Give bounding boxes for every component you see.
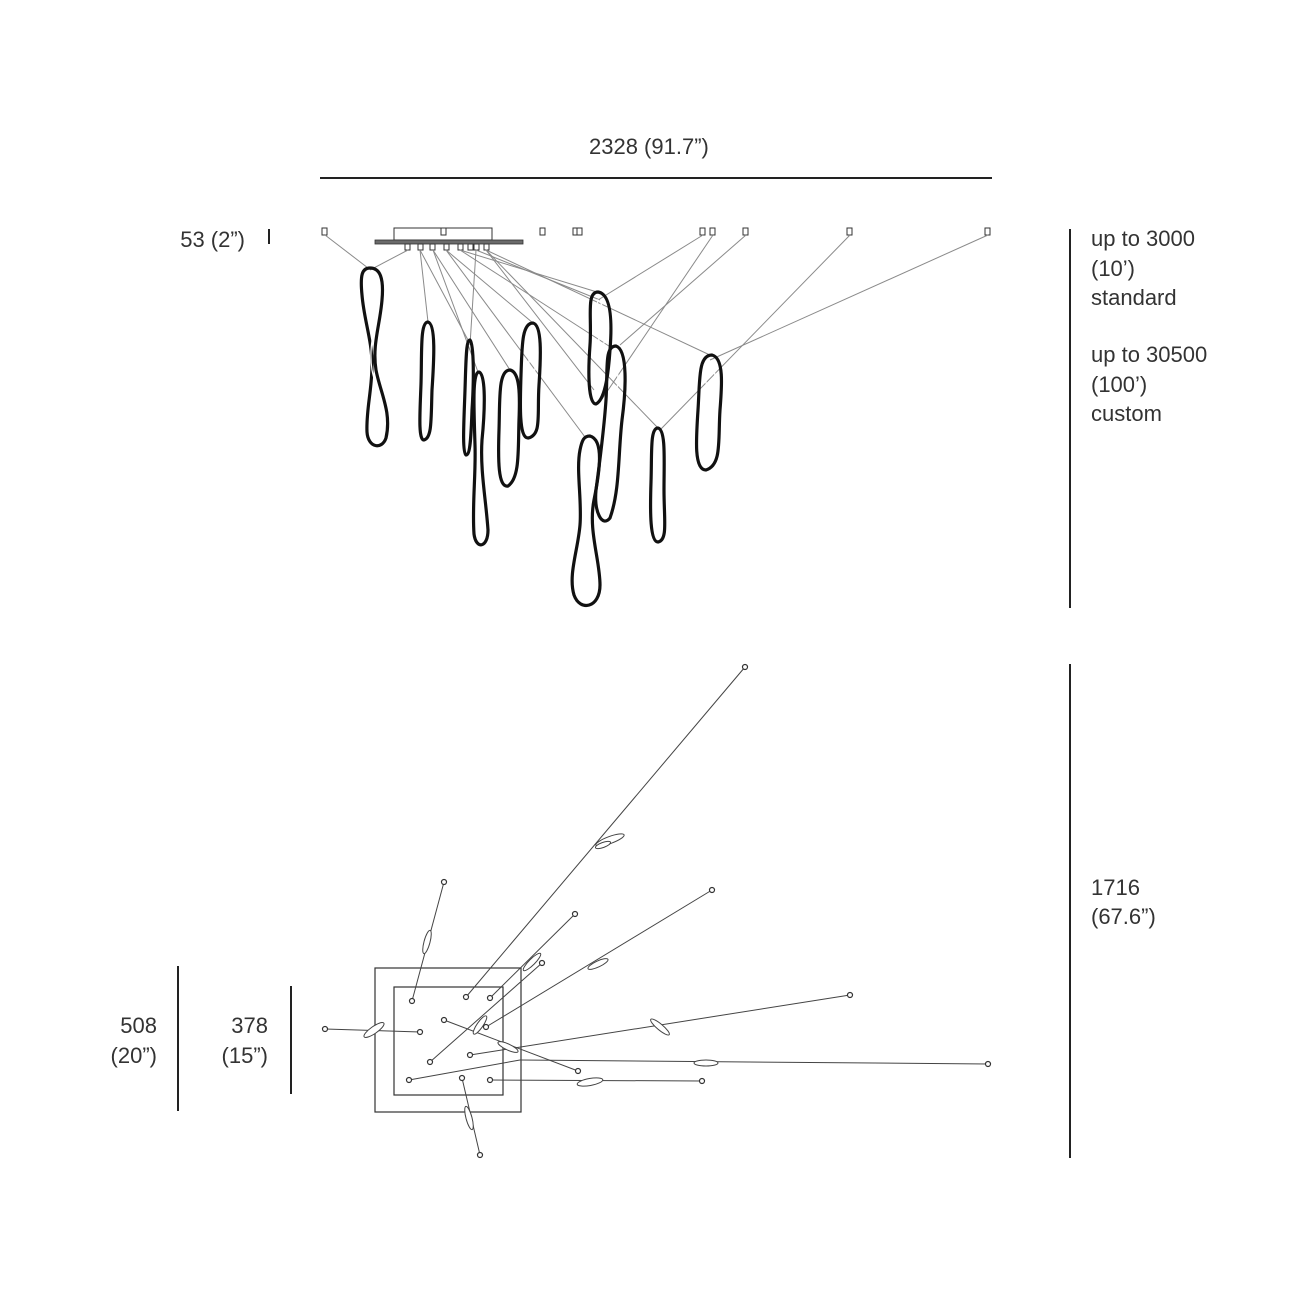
canopy-inner-square — [393, 986, 504, 1096]
overall-width-label: 2328 (91.7”) — [589, 134, 709, 159]
drop-standard-imperial: (10’) — [1091, 256, 1136, 281]
ribbon-pendant — [587, 290, 613, 406]
ribbon-pendant — [694, 353, 724, 472]
canopy-outer-value: 508 — [120, 1013, 157, 1038]
drop-custom-note: custom — [1091, 401, 1162, 426]
canopy-outer-square — [374, 967, 522, 1113]
canopy-height-label: 53 (2”) — [180, 227, 245, 252]
plan-depth-dimension-line — [1069, 664, 1071, 1158]
drop-height-dimension-line — [1069, 229, 1071, 608]
canopy-inner-dimension-line — [290, 986, 292, 1094]
ribbon-pendant — [594, 344, 627, 523]
drop-standard-value: up to 3000 — [1091, 226, 1195, 251]
canopy-inner-imperial: (15”) — [221, 1043, 268, 1068]
canopy-outer-dimension-line — [177, 966, 179, 1111]
drop-custom-value: up to 30500 — [1091, 342, 1208, 367]
ribbon-pendant — [359, 266, 390, 448]
ribbon-pendant — [462, 338, 475, 457]
drop-custom-imperial: (100’) — [1091, 372, 1148, 397]
ribbon-pendant — [418, 320, 436, 442]
ribbon-pendant — [518, 321, 542, 440]
canopy-outer-imperial: (20”) — [110, 1043, 157, 1068]
plan-depth-value: 1716 — [1091, 875, 1140, 900]
ribbon-pendant — [570, 434, 602, 607]
overall-width-dimension-line — [320, 177, 992, 179]
plan-view-drawing — [321, 663, 992, 1159]
canopy-height-dimension-line — [268, 229, 270, 244]
plan-cable-lines — [324, 666, 989, 1156]
ribbon-pendant — [496, 368, 522, 488]
plan-anchor-points — [321, 663, 992, 1159]
canopy-elevation — [374, 227, 524, 251]
drop-standard-note: standard — [1091, 285, 1177, 310]
plan-pendant-markers — [363, 833, 719, 1131]
ribbon-pendants — [359, 266, 724, 607]
canopy-inner-value: 378 — [231, 1013, 268, 1038]
ribbon-pendant — [648, 426, 667, 544]
ribbon-pendant — [471, 370, 490, 547]
plan-depth-imperial: (67.6”) — [1091, 904, 1156, 929]
suspension-cables — [324, 234, 989, 438]
